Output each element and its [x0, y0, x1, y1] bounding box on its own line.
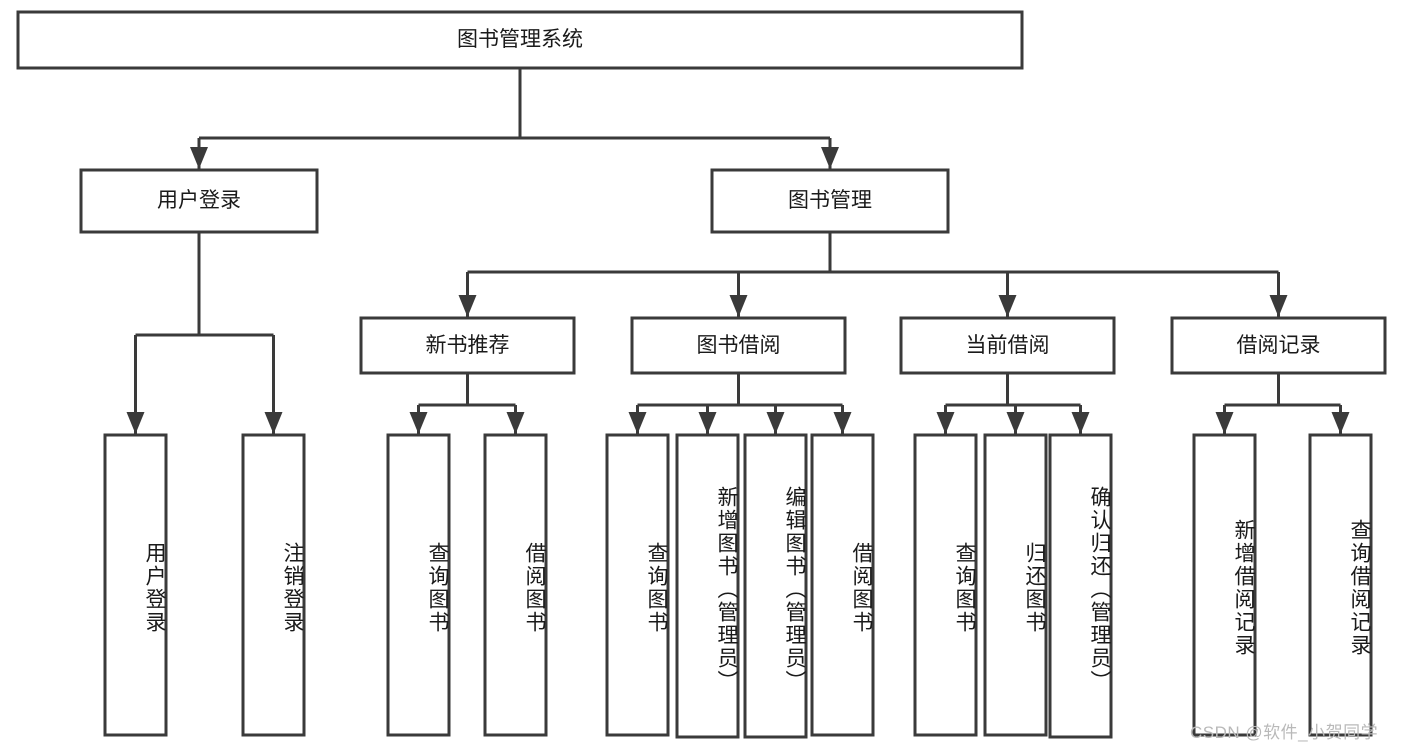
arrow-head-icon	[833, 412, 852, 434]
arrow-head-icon	[1269, 295, 1288, 317]
arrow-head-icon	[729, 295, 748, 317]
arrow-head-icon	[409, 412, 428, 434]
node-boxes	[16, 10, 1387, 739]
node-box-root[interactable]	[16, 10, 1024, 70]
arrow-head-icon	[190, 147, 208, 169]
arrow-head-icon	[1006, 412, 1025, 434]
arrow-head-icon	[126, 412, 145, 434]
node-box-leaf-add-book-admin[interactable]	[675, 433, 740, 739]
arrow-head-icon	[698, 412, 717, 434]
node-box-leaf-edit-book-admin[interactable]	[743, 433, 808, 739]
arrow-head-icon	[936, 412, 955, 434]
node-box-leaf-return-book[interactable]	[983, 433, 1048, 737]
node-box-leaf-add-borrow-record[interactable]	[1192, 433, 1257, 737]
arrow-head-icon	[264, 412, 283, 434]
arrow-head-icon	[628, 412, 647, 434]
watermark-text: CSDN @软件_小贺同学	[1190, 723, 1379, 742]
node-box-user-login[interactable]	[79, 168, 319, 234]
node-box-book-management[interactable]	[710, 168, 950, 234]
node-box-leaf-query-borrow-record[interactable]	[1308, 433, 1373, 737]
connector-lines	[126, 68, 1350, 434]
node-box-current-borrow[interactable]	[899, 316, 1116, 375]
node-box-leaf-borrow-book-rec[interactable]	[483, 433, 548, 737]
arrow-head-icon	[1331, 412, 1350, 434]
node-box-leaf-confirm-return-admin[interactable]	[1048, 433, 1113, 739]
node-box-leaf-query-book-rec[interactable]	[386, 433, 451, 737]
node-box-new-book-recommend[interactable]	[359, 316, 576, 375]
node-box-leaf-user-login[interactable]	[103, 433, 168, 737]
arrow-head-icon	[998, 295, 1017, 317]
node-box-leaf-user-logout[interactable]	[241, 433, 306, 737]
arrow-head-icon	[506, 412, 525, 434]
arrow-head-icon	[1071, 412, 1090, 434]
arrow-head-icon	[1215, 412, 1234, 434]
node-box-leaf-query-book-borrow[interactable]	[605, 433, 670, 737]
node-box-leaf-query-book-cur[interactable]	[913, 433, 978, 737]
arrow-head-icon	[821, 147, 839, 169]
arrow-head-icon	[766, 412, 785, 434]
node-box-borrow-record[interactable]	[1170, 316, 1387, 375]
node-box-leaf-borrow-book[interactable]	[810, 433, 875, 737]
arrow-head-icon	[458, 295, 477, 317]
node-box-book-borrow[interactable]	[630, 316, 847, 375]
